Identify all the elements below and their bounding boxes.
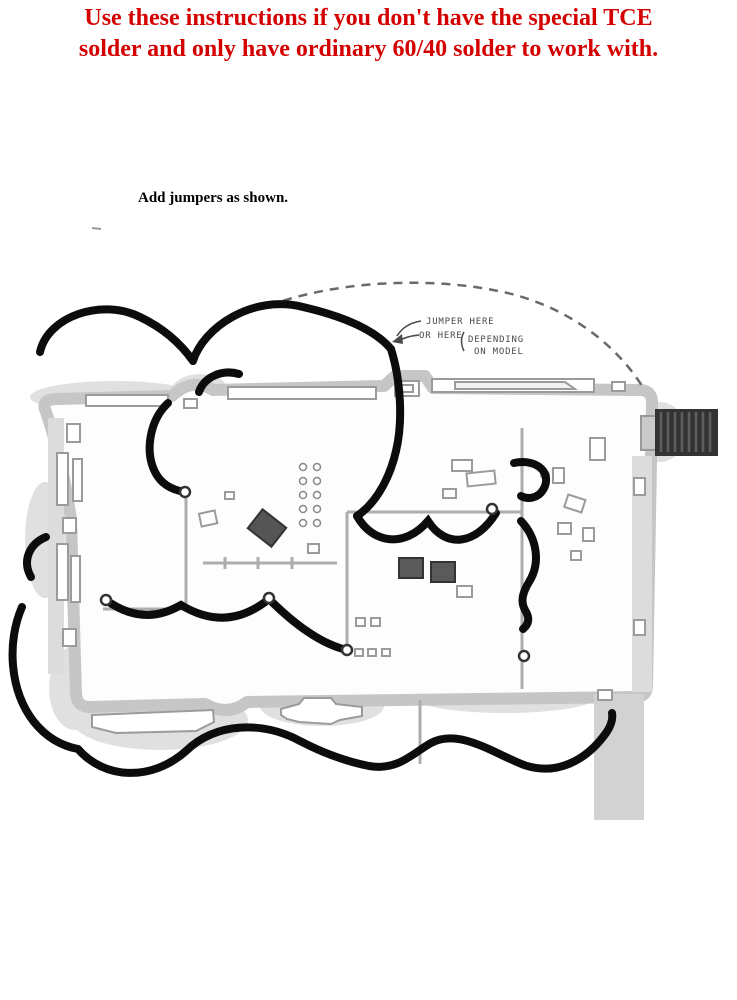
annotation-arrowhead [392,334,403,344]
jumper-left-small-arc [23,533,50,581]
stray-scan-mark [91,227,102,230]
annotation-jumper-here: JUMPER HERE [426,317,494,327]
annotation-on-model: ON MODEL [474,347,524,357]
component-bottom-middle [280,697,363,726]
component-top-left [85,394,169,407]
jumper-right-s [517,517,540,633]
edge-connector [640,409,718,456]
annotation-depending: DEPENDING [468,335,524,345]
jumper-bottom-wave [74,709,617,777]
jumper-top-arch [189,300,395,365]
jumper-center-down [353,345,405,520]
page-title: Use these instructions if you don't have… [0,3,737,65]
jumper-wires [8,300,617,777]
title-line-1: Use these instructions if you don't have… [84,5,653,31]
board-bottom-right-tab [594,694,644,820]
dashed-jumper-path [267,281,646,390]
solder-pads [99,485,531,663]
component-top-middle [227,386,377,400]
instruction-note: Add jumpers as shown. [138,190,289,206]
jumper-top-left [36,305,197,365]
ic-chip-dark [430,561,456,583]
jumper-small-hook [195,368,243,396]
left-pad-column [66,423,81,443]
annotation: JUMPER HERE OR HERE DEPENDING ON MODEL [392,317,524,357]
component-bottom-left [91,708,216,735]
right-edge-pad [633,619,646,636]
annotation-or-here: OR HERE [419,331,463,341]
jumper-right-hook [510,458,551,502]
pad-grid [298,462,322,528]
ic-chip-dark [398,557,424,579]
right-edge-pad [633,477,646,496]
jumper-bottom-mid-wave [102,593,351,654]
jumper-left-big-arc [8,603,82,753]
jumper-mid-wave [353,509,500,544]
title-line-2: solder and only have ordinary 60/40 sold… [78,36,659,63]
jumper-left-s [145,399,189,496]
ic-chip-dark [246,507,288,549]
